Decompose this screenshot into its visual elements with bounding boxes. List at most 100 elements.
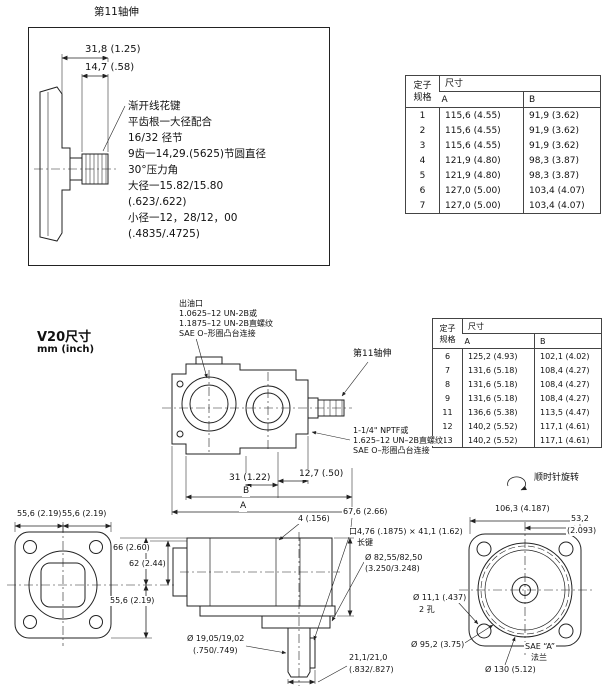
table-cell: 91,9 (3.62) xyxy=(523,123,601,138)
dim-106-3: 106,3 (4.187) xyxy=(494,504,551,514)
table-cell: 11 xyxy=(442,407,453,417)
table-cell: 121,9 (4.80) xyxy=(439,168,524,183)
key-height-1: 21,1/21,0 xyxy=(348,653,389,663)
col-header-dims: 尺寸 xyxy=(462,318,602,334)
dim-shaft-spline: 14,7 (.58) xyxy=(84,62,136,74)
shaft-ref-callout: 第11轴伸 xyxy=(352,349,393,360)
bolt-circle-dia: Ø 95,2 (3.75) xyxy=(410,640,466,650)
table-cell: 1 xyxy=(419,110,426,121)
dim-67-6: 67,6 (2.66) xyxy=(342,507,389,517)
detail-box-border xyxy=(28,27,330,266)
outlet-note-4: SAE O–形圈凸台连接 xyxy=(178,329,257,339)
col-header-b: B xyxy=(534,333,602,349)
table-row: 7 127,0 (5.00)103,4 (4.07) xyxy=(406,198,601,214)
col-header-a: A xyxy=(439,91,524,108)
front-view-drawing xyxy=(7,522,187,646)
plate-thickness-leader xyxy=(278,522,301,541)
table-cell: 115,6 (4.55) xyxy=(439,123,524,138)
side-body-outline xyxy=(186,537,333,607)
v20-units: mm (inch) xyxy=(36,344,96,356)
table-cell: 125,2 (4.93) xyxy=(462,348,535,363)
table-cell: 131,6 (5.18) xyxy=(462,377,535,391)
rear-view-drawing xyxy=(457,476,593,666)
table-cell: 98,3 (3.87) xyxy=(523,153,601,168)
table-cell: 13 xyxy=(442,435,453,445)
table-cell: 113,5 (4.47) xyxy=(534,405,602,419)
dim-556-top-right: 55,6 (2.19) xyxy=(61,509,108,519)
table-cell: 7 xyxy=(419,200,426,211)
inlet-leader xyxy=(311,431,351,441)
shaft-dia-1: Ø 19,05/19,02 xyxy=(186,634,246,644)
table-cell: 3 xyxy=(419,140,426,151)
table-cell: 131,6 (5.18) xyxy=(462,363,535,377)
outlet-note-3: 1.1875–12 UN-2B直螺纹 xyxy=(178,319,275,329)
col-header-spec: 定子规格 xyxy=(405,75,440,108)
hole-leader xyxy=(457,601,479,625)
spline-note-line: 30°压力角 xyxy=(127,164,180,177)
key-label: 长键 xyxy=(356,538,374,548)
sae-flange-1: SAE “A” xyxy=(524,642,557,652)
table-cell: 103,4 (4.07) xyxy=(523,183,601,198)
dim-a: A xyxy=(239,501,248,512)
table-cell: 4 xyxy=(419,155,426,166)
table-cell: 102,1 (4.02) xyxy=(534,348,602,363)
outer-dia-leader xyxy=(504,636,516,666)
table-cell: 127,0 (5.00) xyxy=(439,198,524,214)
table-cell: 9 xyxy=(444,393,451,403)
table-cell: 103,4 (4.07) xyxy=(523,198,601,214)
rotation-note: 顺时针旋转 xyxy=(533,473,581,484)
dim-12-7: 12,7 (.50) xyxy=(298,469,345,480)
table-cell: 115,6 (4.55) xyxy=(439,107,524,123)
dim-66: 66 (2.60) xyxy=(112,543,151,553)
dim-b: B xyxy=(242,486,251,497)
shaft-section-title: 第11轴伸 xyxy=(93,6,140,19)
table-cell: 91,9 (3.62) xyxy=(523,138,601,153)
table-cell: 6 xyxy=(419,185,426,196)
spline-note-line: 渐开线花键 xyxy=(127,100,182,113)
spline-note-line: 小径一12，28/12，00 xyxy=(127,212,239,225)
hole-dia-1: Ø 11,1 (.437) xyxy=(412,593,468,603)
flange-profile xyxy=(39,86,71,242)
table-row: 4 121,9 (4.80)98,3 (3.87) xyxy=(406,153,601,168)
table-row: 11 136,6 (5.38)113,5 (4.47) xyxy=(433,405,602,419)
table-cell: 108,4 (4.27) xyxy=(534,363,602,377)
spline-note-line: 16/32 径节 xyxy=(127,132,184,145)
outlet-leader xyxy=(195,337,208,379)
outer-dia: Ø 130 (5.12) xyxy=(484,665,537,675)
pilot-dia-2: (3.250/3.248) xyxy=(364,564,421,574)
dim-shaft-total: 31,8 (1.25) xyxy=(84,44,142,56)
table-cell: 91,9 (3.62) xyxy=(523,107,601,123)
rotation-arrow xyxy=(507,476,527,491)
table-cell: 2 xyxy=(419,125,426,136)
sae-flange-2: 法兰 xyxy=(530,653,548,663)
spline-note-leader xyxy=(102,105,126,152)
shaft-callout-leader xyxy=(341,361,369,397)
spline-note-line: 大径一15.82/15.80 xyxy=(127,180,225,193)
v20-title: V20尺寸 xyxy=(36,326,93,345)
inlet-note-1: 1-1/4" NPTF或 xyxy=(352,426,410,436)
key-height-2: (.832/.827) xyxy=(348,665,395,675)
table-cell: 117,1 (4.61) xyxy=(534,433,602,448)
dim-556-top-left: 55,6 (2.19) xyxy=(16,509,63,519)
shaft-key xyxy=(309,637,316,669)
dim-31: 31 (1.22) xyxy=(228,473,272,484)
table-cell: 121,9 (4.80) xyxy=(439,153,524,168)
table-cell: 136,6 (5.38) xyxy=(462,405,535,419)
key-spec: 口4,76 (.1875) × 41,1 (1.62) xyxy=(348,527,464,537)
table-row: 2 115,6 (4.55)91,9 (3.62) xyxy=(406,123,601,138)
dim-4: 4 (.156) xyxy=(297,514,331,524)
table-cell: 5 xyxy=(419,170,426,181)
col-header-b: B xyxy=(523,91,601,108)
bolt-circle-leader xyxy=(459,624,494,647)
mounting-flange xyxy=(199,605,336,617)
dim-62: 62 (2.44) xyxy=(128,559,167,569)
